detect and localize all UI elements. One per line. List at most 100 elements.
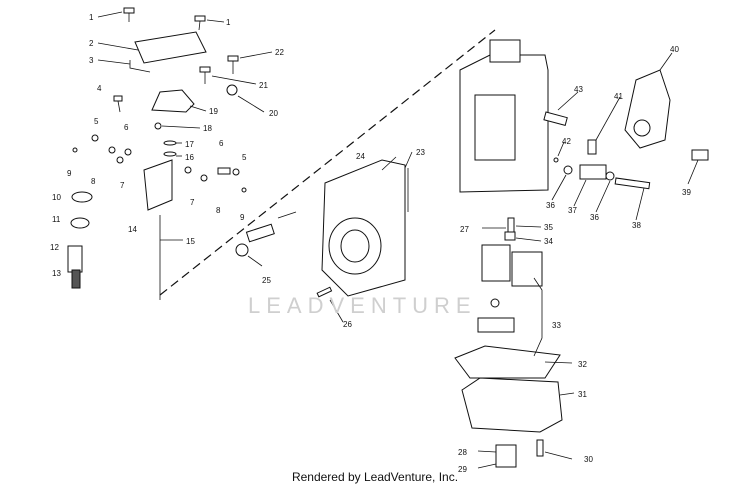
callout-label: 1 <box>89 13 94 22</box>
clip-part <box>553 157 559 163</box>
callout-label: 27 <box>460 225 469 234</box>
callout-label: 13 <box>52 269 61 278</box>
cap-part <box>71 191 93 203</box>
screw-part <box>113 95 123 113</box>
callout-label: 36 <box>590 213 599 222</box>
screw-part <box>199 66 211 84</box>
callout-label: 7 <box>190 198 195 207</box>
callout-label: 43 <box>574 85 583 94</box>
spring-part <box>579 164 607 180</box>
drain-plug <box>495 444 517 468</box>
washer-part <box>108 146 116 154</box>
watermark: LEADVENTURE <box>248 293 477 318</box>
callout-label: 19 <box>209 107 218 116</box>
washer-part <box>605 171 615 181</box>
carburetor-body <box>321 159 406 297</box>
jet-part <box>504 231 516 241</box>
shim-part <box>129 60 151 73</box>
screw-part <box>123 7 135 22</box>
screw-part <box>227 55 239 74</box>
callout-label: 14 <box>128 225 137 234</box>
throttle-screw <box>235 223 275 257</box>
callout-label: 9 <box>240 213 245 222</box>
callout-label: 28 <box>458 448 467 457</box>
pilot-screw <box>614 177 651 190</box>
callout-label: 42 <box>562 137 571 146</box>
bowl-gasket <box>454 345 561 379</box>
callout-label: 30 <box>584 455 593 464</box>
clip-part <box>72 147 78 153</box>
screw-part <box>194 15 206 31</box>
callout-label: 41 <box>614 92 623 101</box>
clip-part <box>241 187 247 193</box>
assembly-dashed-line <box>159 29 496 296</box>
callout-label: 2 <box>89 39 94 48</box>
washer-part <box>563 165 573 175</box>
leader-lines <box>97 11 699 469</box>
jet-part <box>507 217 515 233</box>
throttle-stop <box>543 111 568 127</box>
callout-label: 8 <box>91 177 96 186</box>
needle-clip <box>163 151 177 157</box>
callout-label: 6 <box>124 123 129 132</box>
callout-label: 31 <box>578 390 587 399</box>
shaft-part <box>587 139 597 155</box>
callout-label: 24 <box>356 152 365 161</box>
washer-part <box>184 166 192 174</box>
callout-label: 33 <box>552 321 561 330</box>
callout-label: 10 <box>52 193 61 202</box>
footer-credit: Rendered by LeadVenture, Inc. <box>291 470 459 484</box>
pin-part <box>316 286 333 298</box>
callout-label: 39 <box>682 188 691 197</box>
callout-label: 21 <box>259 81 268 90</box>
callout-label: 3 <box>89 56 94 65</box>
callout-label: 9 <box>67 169 72 178</box>
callout-label: 7 <box>120 181 125 190</box>
callout-label: 1 <box>226 18 231 27</box>
upper-housing <box>459 39 549 193</box>
callout-labels: 1 1 2 3 4 5 6 7 8 9 10 11 12 13 14 15 16… <box>50 13 691 474</box>
callout-label: 12 <box>50 243 59 252</box>
callout-label: 25 <box>262 276 271 285</box>
washer-part <box>116 156 124 164</box>
callout-label: 8 <box>216 206 221 215</box>
callout-label: 32 <box>578 360 587 369</box>
needle-clip <box>163 140 177 146</box>
callout-label: 18 <box>203 124 212 133</box>
callout-label: 17 <box>185 140 194 149</box>
washer-part <box>200 174 208 182</box>
bracket-part <box>151 89 195 113</box>
callout-label: 11 <box>52 215 61 224</box>
callout-label: 34 <box>544 237 553 246</box>
callout-label: 38 <box>632 221 641 230</box>
lever-hole <box>633 119 651 137</box>
callout-label: 36 <box>546 201 555 210</box>
callout-label: 37 <box>568 206 577 215</box>
clip-part <box>154 122 162 130</box>
nut-part <box>70 217 90 229</box>
washer-part <box>124 148 132 156</box>
float-bowl <box>461 377 563 433</box>
callout-label: 5 <box>242 153 247 162</box>
needle-holder <box>143 159 173 211</box>
throttle-lever <box>624 69 671 149</box>
callout-label: 23 <box>416 148 425 157</box>
spring-part <box>67 245 83 273</box>
o-ring-part <box>490 298 500 308</box>
callout-label: 6 <box>219 139 224 148</box>
screw-line <box>277 211 297 219</box>
washer-part <box>91 134 99 142</box>
callout-label: 29 <box>458 465 467 474</box>
callout-label: 26 <box>343 320 352 329</box>
spring-part <box>217 167 231 175</box>
gasket-plate <box>134 31 207 64</box>
callout-label: 40 <box>670 45 679 54</box>
callout-label: 16 <box>185 153 194 162</box>
adjuster-screw <box>71 269 81 289</box>
callout-label: 20 <box>269 109 278 118</box>
washer-part <box>226 84 238 96</box>
screw-part <box>536 439 544 457</box>
washer-part <box>232 168 240 176</box>
callout-label: 5 <box>94 117 99 126</box>
